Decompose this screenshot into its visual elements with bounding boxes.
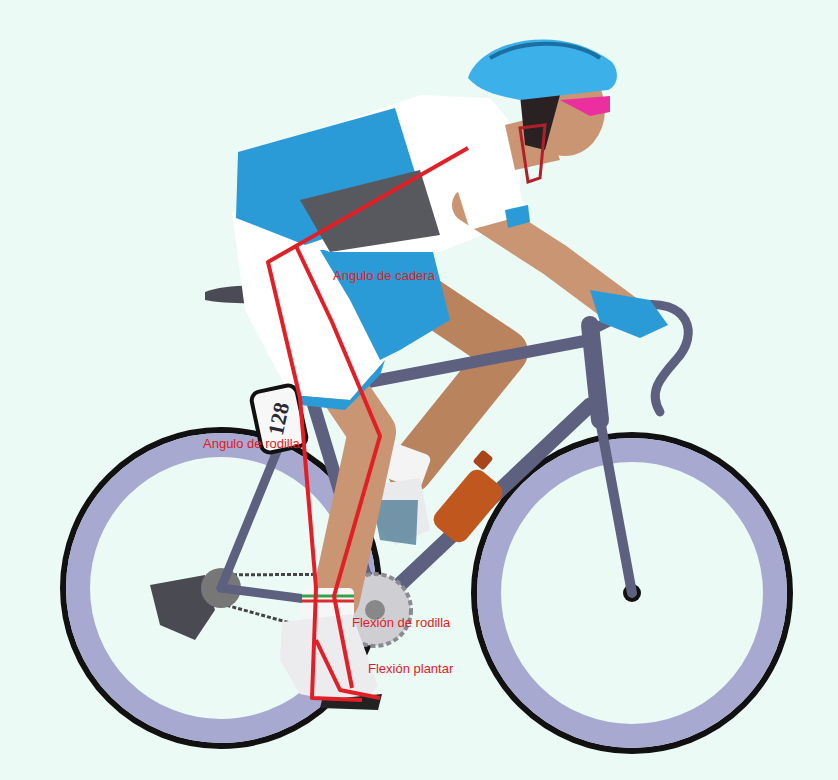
bottle-body: [430, 466, 507, 547]
sunglasses: [560, 96, 610, 116]
hair: [520, 95, 560, 150]
head: [468, 39, 617, 182]
helmet-strap: [520, 125, 545, 182]
sock-band: [302, 595, 354, 598]
bottle-cap: [472, 449, 493, 470]
head-tube: [590, 325, 600, 420]
angle-label: Flexión plantar: [368, 661, 453, 676]
jersey-side: [300, 170, 440, 252]
shorts-hem: [290, 360, 385, 410]
sleeve-band: [505, 205, 530, 228]
arm: [445, 140, 668, 338]
bottle: [430, 449, 507, 546]
sock: [302, 588, 354, 618]
angle-lines: [268, 148, 468, 700]
angle-label: Flexión plantar: [368, 661, 453, 676]
angle-label: Angulo de cadera: [333, 268, 435, 283]
angle-label: Flexión de rodilla: [352, 615, 450, 630]
body-outline-line: [268, 148, 468, 700]
angle-label: Angulo de rodilla: [203, 436, 300, 451]
angle-label: Flexión de rodilla: [352, 615, 450, 630]
down-tube: [375, 405, 590, 608]
sock-band: [302, 600, 354, 603]
helmet: [468, 39, 617, 100]
angle-label: Angulo de cadera: [333, 268, 435, 283]
helmet-vent: [490, 44, 600, 58]
fork: [600, 420, 632, 593]
angle-label: Angulo de rodilla: [203, 436, 300, 451]
glove: [590, 290, 668, 338]
